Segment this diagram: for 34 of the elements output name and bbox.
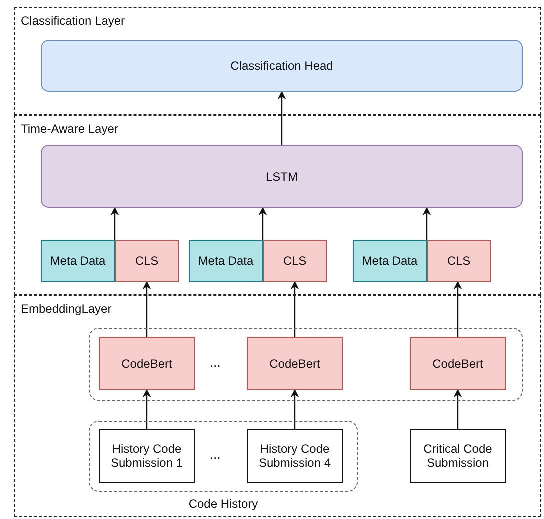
input-box: Critical Code Submission	[410, 429, 506, 483]
classification-head-box: Classification Head	[41, 40, 523, 92]
cls-box: CLS	[427, 240, 491, 282]
layer-panel	[14, 115, 541, 295]
model-box: CodeBert	[247, 337, 343, 390]
layer-title: Classification Layer	[21, 14, 126, 28]
layer-panel	[14, 295, 541, 517]
model-box: CodeBert	[410, 337, 506, 390]
cls-box: CLS	[263, 240, 327, 282]
arrow	[142, 281, 152, 337]
group-label: Code History	[188, 497, 260, 511]
arrow	[454, 389, 462, 429]
arrow	[422, 207, 432, 240]
meta-data-box: Meta Data	[189, 240, 263, 282]
lstm-box: LSTM	[41, 145, 523, 208]
input-box: History Code Submission 1	[99, 429, 195, 483]
arrow	[258, 207, 268, 240]
meta-data-box: Meta Data	[41, 240, 115, 282]
arrow	[142, 389, 152, 429]
arrow	[290, 389, 300, 429]
cls-box: CLS	[115, 240, 179, 282]
layer-title: EmbeddingLayer	[21, 302, 112, 316]
arrow	[278, 91, 286, 145]
meta-data-box: Meta Data	[353, 240, 427, 282]
arrow	[290, 281, 300, 337]
arrow	[454, 281, 462, 337]
model-box: CodeBert	[99, 337, 195, 390]
layer-panel	[14, 7, 541, 115]
input-box: History Code Submission 4	[247, 429, 343, 483]
ellipsis-label: ...	[210, 355, 221, 370]
ellipsis-label: ...	[210, 447, 221, 462]
layer-title: Time-Aware Layer	[21, 122, 118, 136]
group-outline	[89, 328, 523, 401]
arrow	[110, 207, 120, 240]
